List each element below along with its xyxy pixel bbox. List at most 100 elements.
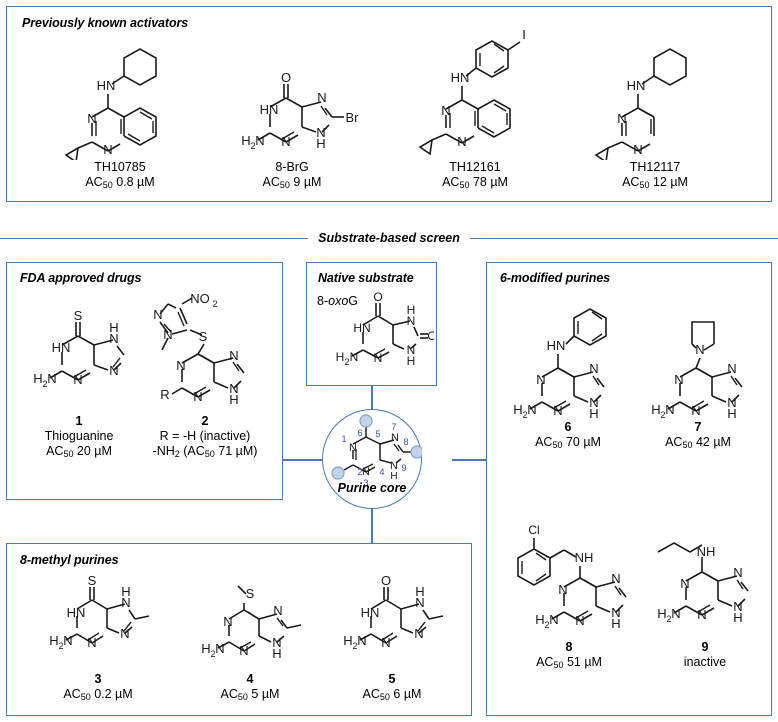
svg-text:N: N — [109, 331, 118, 346]
compound-th10785: HN N N TH10785 AC50 0.8 µM — [50, 32, 190, 193]
svg-text:2: 2 — [522, 410, 527, 420]
svg-text:N: N — [391, 432, 399, 444]
native-substrate-label: 8-oxoG — [317, 294, 359, 308]
svg-text:H: H — [343, 633, 352, 648]
connector-core-to-six-modified — [452, 459, 487, 461]
svg-text:N: N — [176, 358, 185, 373]
compound-5: O HN N H N N H 2 N 5 AC50 6 µM — [322, 568, 462, 705]
compound-ac50: AC50 9 µM — [262, 175, 322, 190]
svg-text:N: N — [316, 125, 325, 140]
compound-ac50: AC50 20 µM — [46, 444, 112, 459]
core-number-2: 2 — [357, 467, 362, 477]
svg-text:N: N — [697, 607, 706, 622]
svg-text:N: N — [527, 402, 536, 417]
substitution-dot-c6 — [359, 414, 373, 428]
compound-6: HN N N N N H H 2 N 6 AC50 70 µM — [500, 292, 636, 453]
svg-text:HN: HN — [547, 338, 566, 353]
svg-text:N: N — [229, 348, 238, 363]
compound-inactive-label: inactive — [683, 655, 727, 669]
svg-text:O: O — [373, 290, 382, 304]
svg-text:N: N — [733, 565, 742, 580]
compound-ac50: AC50 42 µM — [665, 435, 731, 450]
compound-ac50: AC50 5 µM — [220, 687, 280, 702]
svg-text:H: H — [109, 320, 118, 335]
substitution-dot-c8 — [410, 445, 422, 459]
svg-text:N: N — [575, 613, 584, 628]
svg-text:H: H — [316, 136, 325, 151]
svg-text:2: 2 — [58, 641, 63, 651]
compound-number: 9 — [701, 640, 709, 654]
structure-compound-9: NH N N N N H H 2 N — [657, 542, 749, 625]
svg-text:O: O — [281, 70, 291, 85]
svg-text:H: H — [121, 584, 130, 599]
compound-r-line-1: R = -H (inactive) — [159, 429, 251, 443]
svg-text:N: N — [457, 134, 466, 149]
panel-previously-known-activators — [6, 6, 772, 202]
svg-text:H: H — [407, 303, 416, 317]
compound-number: 4 — [246, 672, 254, 686]
connector-core-to-eight-methyl — [371, 508, 373, 543]
svg-text:HN: HN — [361, 605, 380, 620]
compound-3: S HN N H N N H 2 N 3 AC50 0.2 µM — [28, 568, 168, 705]
connector-native-to-core — [371, 386, 373, 410]
svg-text:O: O — [427, 329, 434, 343]
svg-text:N: N — [674, 372, 683, 387]
svg-text:S: S — [246, 586, 255, 601]
svg-text:2: 2 — [212, 299, 217, 309]
svg-text:N: N — [549, 612, 558, 627]
purine-core-structure-wrap: N N N N H 1 2 3 4 5 6 7 8 9 Purine core — [322, 409, 422, 495]
compound-name: 8-BrG — [275, 160, 309, 174]
svg-text:H: H — [407, 354, 416, 368]
svg-text:HN: HN — [451, 70, 470, 85]
svg-text:NH: NH — [697, 544, 716, 559]
svg-text:H: H — [513, 402, 522, 417]
svg-text:S: S — [74, 308, 83, 323]
substitution-dot-c2 — [331, 466, 345, 480]
compound-ac50: AC50 70 µM — [535, 435, 601, 450]
svg-text:H: H — [390, 471, 397, 482]
svg-text:I: I — [522, 27, 526, 42]
core-number-3: 3 — [363, 478, 368, 488]
svg-text:H: H — [733, 610, 742, 625]
svg-text:N: N — [350, 350, 359, 364]
svg-text:N: N — [558, 582, 567, 597]
svg-text:H: H — [272, 646, 281, 661]
svg-text:H: H — [657, 606, 666, 621]
svg-text:N: N — [691, 403, 700, 418]
purine-core-circle — [322, 409, 422, 509]
structure-compound-6: HN N N N N H H 2 N — [513, 308, 607, 420]
svg-text:NH: NH — [575, 550, 594, 565]
svg-text:N: N — [441, 103, 450, 118]
svg-text:HN: HN — [353, 321, 370, 335]
compound-8: Cl NH N N N N H H 2 N 8 AC50 51 µM — [496, 512, 642, 673]
structure-compound-3: S HN N H N N H 2 N — [49, 573, 150, 651]
svg-text:H: H — [651, 402, 660, 417]
svg-text:N: N — [415, 595, 424, 610]
svg-text:N: N — [611, 571, 620, 586]
svg-text:N: N — [229, 381, 238, 396]
structure-compound-7: N N N N N H H 2 N — [651, 321, 743, 420]
structure-azathioprine: N N NO 2 S N N N N H R — [153, 291, 245, 407]
svg-text:N: N — [665, 402, 674, 417]
svg-text:N: N — [273, 603, 282, 618]
compound-1-thioguanine: S HN N H N N H 2 N 1 Thioguanine AC50 20… — [16, 292, 142, 462]
structure-purine-core: N N N N H 1 2 3 4 5 6 7 8 9 — [331, 414, 422, 488]
svg-text:H: H — [241, 133, 250, 148]
svg-text:N: N — [163, 327, 172, 342]
svg-text:2: 2 — [250, 141, 255, 151]
compound-number: 6 — [564, 420, 572, 434]
svg-text:N: N — [63, 633, 72, 648]
svg-text:HN: HN — [67, 605, 86, 620]
panel-title-6-modified: 6-modified purines — [500, 271, 611, 285]
svg-text:S: S — [199, 329, 208, 344]
structure-thioguanine: S HN N H N N H 2 N — [33, 308, 125, 389]
panel-title-activators: Previously known activators — [22, 16, 189, 30]
compound-name: TH12161 — [449, 160, 501, 174]
compound-ac50: AC50 51 µM — [536, 655, 602, 670]
compound-number: 1 — [75, 414, 83, 428]
svg-text:H: H — [229, 392, 238, 407]
structure-th10785: HN N N — [64, 48, 157, 160]
core-number-4: 4 — [379, 467, 384, 477]
svg-text:H: H — [201, 641, 210, 656]
structure-8-oxog: O HN N H N N H O H 2 N — [336, 290, 434, 368]
